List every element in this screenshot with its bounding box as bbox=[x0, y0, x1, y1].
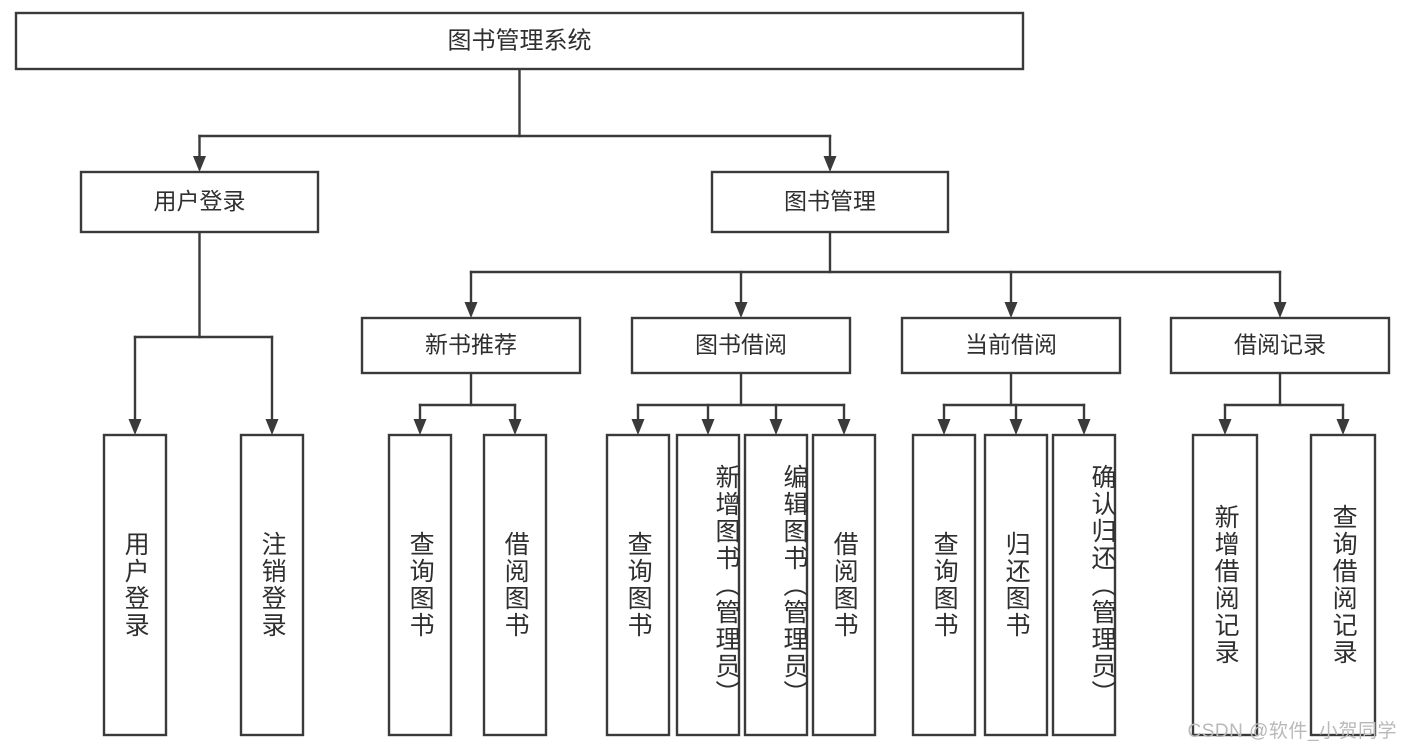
current-borrow-arrow-1 bbox=[1009, 419, 1023, 435]
node-box-current-return-book[interactable] bbox=[983, 433, 1049, 737]
node-box-user-login[interactable] bbox=[79, 170, 320, 234]
root-arrow-0 bbox=[193, 156, 206, 172]
node-box-records-add[interactable] bbox=[1191, 433, 1259, 737]
user-login-arrow-1 bbox=[265, 419, 279, 435]
node-box-user-login-leaf[interactable] bbox=[102, 433, 168, 737]
node-box-records-query[interactable] bbox=[1309, 433, 1377, 737]
node-box-current-confirm-return[interactable] bbox=[1051, 433, 1117, 737]
current-borrow-arrow-2 bbox=[1077, 419, 1091, 435]
node-box-recommend-borrow-book[interactable] bbox=[482, 433, 548, 737]
borrow-records-arrow-1 bbox=[1336, 419, 1350, 435]
node-label-new-book-recommend: 新书推荐 bbox=[425, 332, 517, 358]
node-box-borrow-edit-book[interactable] bbox=[743, 433, 809, 737]
node-label-user-login: 用户登录 bbox=[154, 188, 246, 214]
node-box-new-book-recommend[interactable] bbox=[360, 316, 582, 375]
node-box-current-query-book[interactable] bbox=[911, 433, 977, 737]
current-borrow-arrow-0 bbox=[937, 419, 951, 435]
node-label-book-borrow: 图书借阅 bbox=[695, 332, 787, 358]
new-book-recommend-arrow-0 bbox=[413, 419, 427, 435]
book-borrow-arrow-3 bbox=[837, 419, 851, 435]
book-borrow-arrow-1 bbox=[701, 419, 715, 435]
node-box-borrow-records[interactable] bbox=[1169, 316, 1391, 375]
new-book-recommend-arrow-1 bbox=[508, 419, 522, 435]
node-label-book-management: 图书管理 bbox=[784, 188, 876, 214]
user-login-arrow-0 bbox=[128, 419, 142, 435]
borrow-records-arrow-0 bbox=[1218, 419, 1232, 435]
node-box-book-borrow[interactable] bbox=[630, 316, 852, 375]
watermark-text: CSDN @软件_小贺同学 bbox=[1187, 721, 1397, 742]
book-mgmt-arrow-0 bbox=[464, 302, 478, 318]
node-box-borrow-borrow-book[interactable] bbox=[811, 433, 877, 737]
node-label-root: 图书管理系统 bbox=[448, 27, 592, 54]
node-box-current-borrow[interactable] bbox=[900, 316, 1122, 375]
book-borrow-arrow-0 bbox=[631, 419, 645, 435]
node-box-borrow-query-book[interactable] bbox=[605, 433, 671, 737]
book-mgmt-arrow-2 bbox=[1004, 302, 1018, 318]
book-mgmt-arrow-3 bbox=[1273, 302, 1287, 318]
node-label-borrow-records: 借阅记录 bbox=[1234, 332, 1326, 358]
node-label-current-borrow: 当前借阅 bbox=[965, 332, 1057, 358]
boxes-layer bbox=[14, 11, 1391, 737]
node-box-borrow-add-book[interactable] bbox=[675, 433, 741, 737]
node-box-user-logout-leaf[interactable] bbox=[239, 433, 305, 737]
book-mgmt-arrow-1 bbox=[734, 302, 748, 318]
node-box-book-management[interactable] bbox=[710, 170, 950, 234]
node-box-recommend-query-book[interactable] bbox=[387, 433, 453, 737]
book-borrow-arrow-2 bbox=[769, 419, 783, 435]
connectors-layer bbox=[128, 67, 1350, 435]
node-box-root[interactable] bbox=[14, 11, 1025, 71]
root-arrow-1 bbox=[823, 156, 837, 172]
